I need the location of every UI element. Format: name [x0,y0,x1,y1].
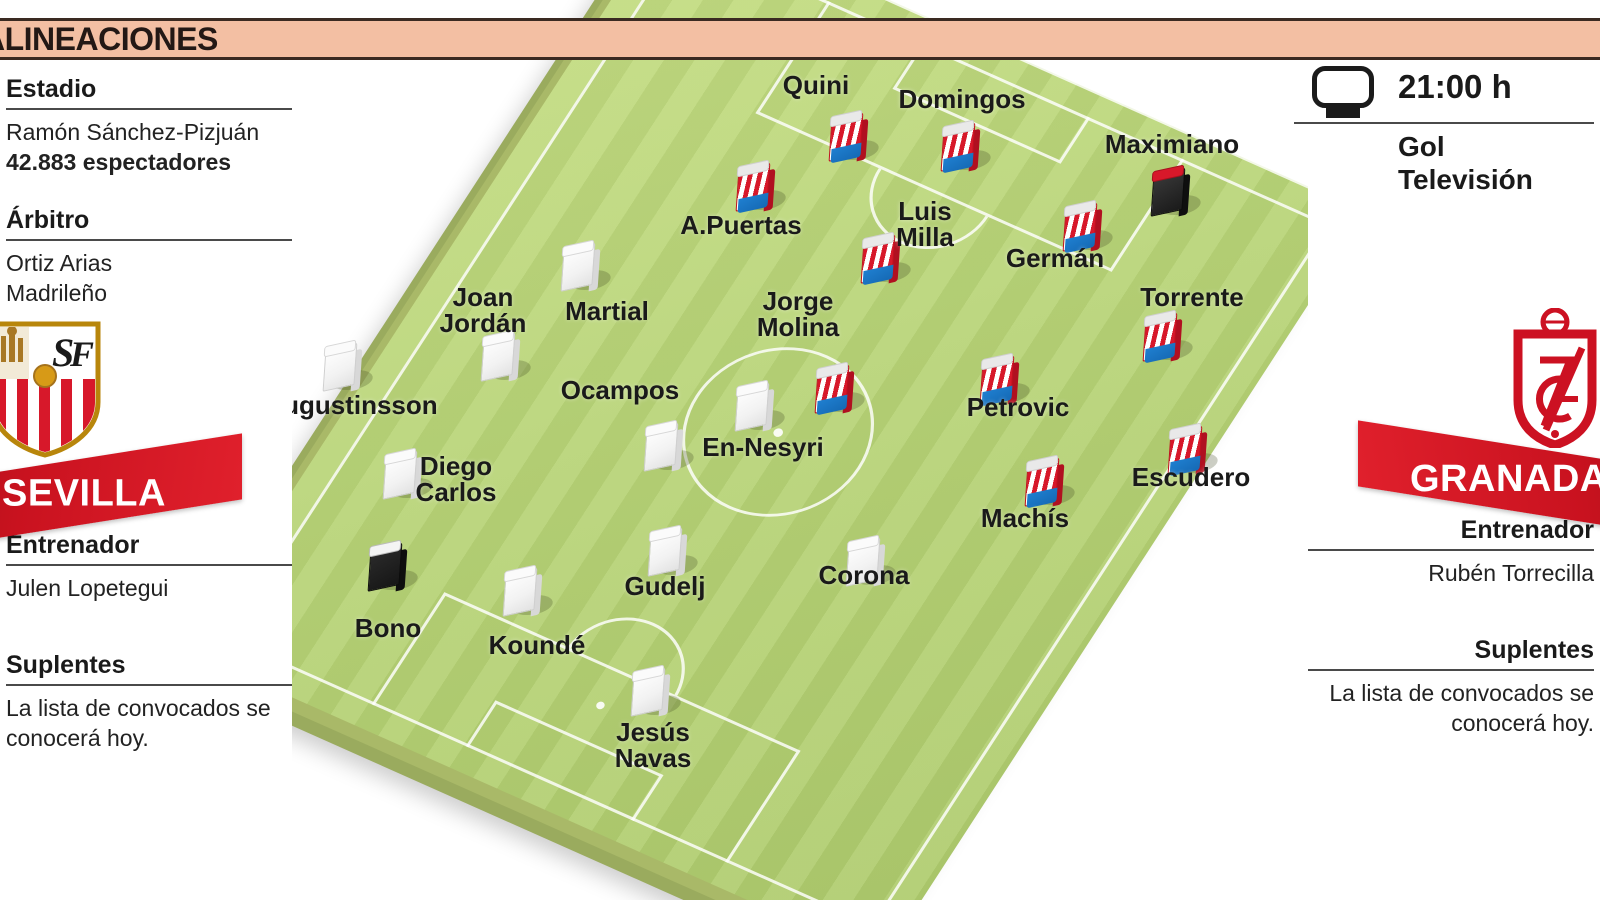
sevilla-crest: S F [0,318,104,458]
divider [6,564,292,566]
stadium-name: Ramón Sánchez-Pizjuán [6,119,260,145]
broadcast-box: 21:00 h Gol Televisión [1294,62,1594,196]
kickoff-time: 21:00 h [1398,68,1512,105]
broadcast-channel-line1: Gol [1398,131,1445,162]
away-coach-block: Entrenador Rubén Torrecilla [1308,515,1594,588]
home-coach-label: Entrenador [6,531,140,559]
away-subs-text: La lista de convocados se conocerá hoy. [1329,680,1594,736]
divider [1294,122,1594,124]
granada-crest [1496,308,1600,448]
home-coach-name: Julen Lopetegui [6,575,169,601]
divider [6,108,292,110]
home-coach-block: Entrenador Julen Lopetegui [6,530,292,603]
home-subs-text: La lista de convocados se conocerá hoy. [6,695,271,751]
pitch-surface [188,0,1369,900]
divider [1308,669,1594,671]
stadium-attendance: 42.883 espectadores [6,149,232,175]
away-coach-name: Rubén Torrecilla [1428,560,1594,586]
football-pitch [161,0,1369,900]
television-icon [1312,66,1374,118]
stadium-block: Estadio Ramón Sánchez-Pizjuán 42.883 esp… [6,74,292,177]
page-title: ALINEACIONES [0,21,218,57]
referee-name: Ortiz Arias [6,250,113,276]
svg-text:S: S [52,330,74,375]
away-subs-block: Suplentes La lista de convocados se cono… [1308,635,1594,738]
away-team-name: GRANADA [1410,458,1600,501]
home-team-name: SEVILLA [2,472,166,515]
referee-committee: Madrileño [6,280,107,306]
home-subs-label: Suplentes [6,651,126,679]
divider [6,684,292,686]
away-subs-label: Suplentes [1474,636,1594,664]
divider [6,239,292,241]
broadcast-channel: Gol Televisión [1294,124,1594,196]
home-subs-block: Suplentes La lista de convocados se cono… [6,650,292,753]
divider [1308,549,1594,551]
header-banner [0,18,1600,60]
away-coach-label: Entrenador [1460,516,1594,544]
svg-text:F: F [69,334,94,374]
referee-label: Árbitro [6,206,90,234]
home-team-panel: Estadio Ramón Sánchez-Pizjuán 42.883 esp… [0,60,292,900]
broadcast-channel-line2: Televisión [1398,164,1533,195]
stadium-label: Estadio [6,75,97,103]
referee-block: Árbitro Ortiz Arias Madrileño [6,205,292,308]
away-team-panel: GRANADA Entrenador Rubén Torrecilla Supl… [1308,60,1600,900]
